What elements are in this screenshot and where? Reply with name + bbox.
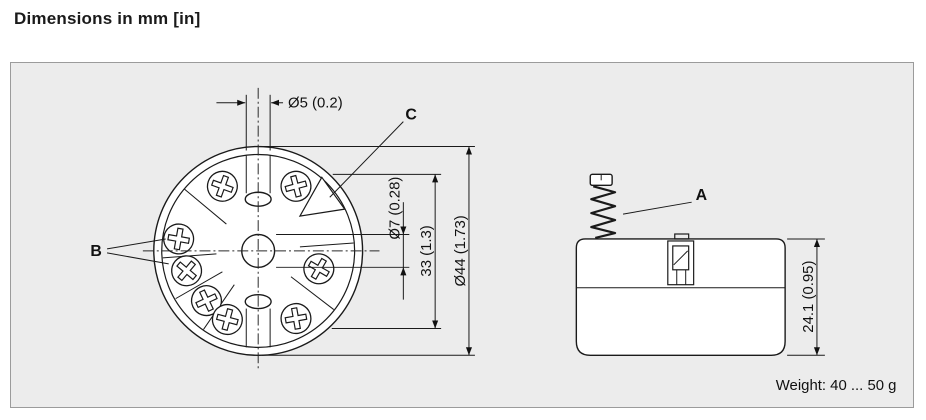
callout-b-leader	[106, 238, 166, 250]
dim-mounting-pitch-label: 33 (1.3)	[419, 225, 435, 276]
callout-c-leader	[329, 121, 404, 198]
clip-detail	[667, 233, 695, 286]
callout-c-label: C	[405, 107, 417, 124]
radial-grooves	[162, 188, 354, 330]
callout-a-label: A	[696, 187, 708, 204]
drawing-panel: Ø5 (0.2) Ø7 (0.28) 33 (1.3)	[10, 62, 914, 408]
callout-b-label: B	[90, 243, 101, 260]
callout-b-leader	[106, 252, 169, 265]
top-view-dimensions: Ø5 (0.2) Ø7 (0.28) 33 (1.3)	[90, 94, 475, 356]
callout-a-leader	[622, 201, 692, 215]
mounting-spring	[589, 173, 617, 240]
side-view-drawing: A 24.1 (0.95)	[575, 173, 825, 356]
page-title: Dimensions in mm [in]	[14, 9, 201, 28]
housing-body	[575, 238, 786, 356]
weight-note: Weight: 40 ... 50 g	[776, 378, 897, 394]
top-view-drawing	[142, 87, 380, 371]
dim-center-hole-label: Ø7 (0.28)	[387, 177, 403, 240]
dim-outer-diameter-label: Ø44 (1.73)	[453, 215, 469, 286]
dim-wire-hole-label: Ø5 (0.2)	[288, 96, 343, 112]
dim-height-label: 24.1 (0.95)	[801, 261, 817, 333]
technical-drawing: Ø5 (0.2) Ø7 (0.28) 33 (1.3)	[90, 87, 897, 394]
wire-channels	[245, 155, 271, 348]
